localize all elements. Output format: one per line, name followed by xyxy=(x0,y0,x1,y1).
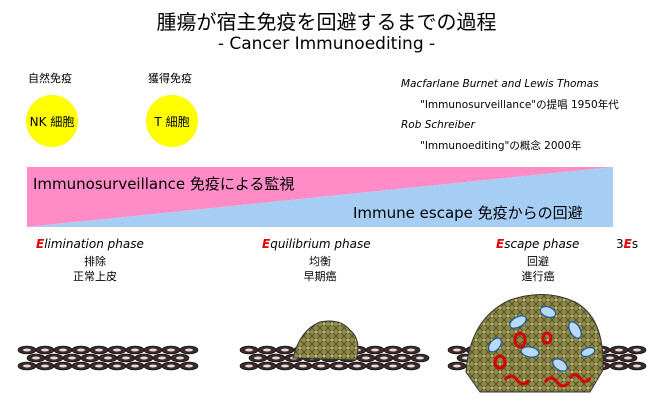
escape-jp: 回避 xyxy=(527,255,549,268)
immunosurveillance-label: Immunosurveillance 免疫による監視 xyxy=(33,175,295,193)
elimination-initial: E xyxy=(36,237,45,251)
history-immunoediting: "Immunoediting"の概念 2000年 xyxy=(420,140,582,152)
equilibrium-phase-title: Equilibrium phase xyxy=(262,237,371,251)
advanced-cancer-illustration xyxy=(447,293,647,393)
t-cell-circle: T 細胞 xyxy=(146,95,198,147)
page-title: 腫瘍が宿主免疫を回避するまでの過程 xyxy=(156,10,497,34)
three-es-initial: E xyxy=(623,237,632,251)
escape-rest: scape phase xyxy=(504,237,580,251)
innate-immunity-label: 自然免疫 xyxy=(28,72,72,85)
immune-escape-wedge xyxy=(27,167,613,227)
history-immunosurveillance: "Immunosurveillance"の提唱 1950年代 xyxy=(420,99,619,111)
escape-advanced-cancer: 進行癌 xyxy=(521,270,555,283)
normal-epithelium-illustration xyxy=(17,345,199,371)
adaptive-immunity-label: 獲得免疫 xyxy=(148,72,192,85)
nk-cell-label: NK 細胞 xyxy=(29,114,75,129)
immune-escape-label: Immune escape 免疫からの回避 xyxy=(353,204,583,222)
escape-initial: E xyxy=(496,237,505,251)
equilibrium-rest: quilibrium phase xyxy=(270,237,371,251)
three-es-suffix: s xyxy=(631,237,639,251)
three-es-prefix: 3 xyxy=(616,237,624,251)
page-subtitle: - Cancer Immunoediting - xyxy=(217,34,436,54)
history-schreiber: Rob Schreiber xyxy=(401,119,475,131)
equilibrium-jp: 均衡 xyxy=(309,255,331,268)
elimination-jp: 排除 xyxy=(84,255,106,268)
three-es-label: 3Es xyxy=(616,237,638,251)
escape-phase-title: Escape phase xyxy=(496,237,579,251)
equilibrium-early-cancer: 早期癌 xyxy=(303,270,337,283)
nk-cell-circle: NK 細胞 xyxy=(26,95,78,147)
early-cancer-illustration xyxy=(239,320,430,371)
elimination-phase-title: Elimination phase xyxy=(36,237,144,251)
equilibrium-initial: E xyxy=(262,237,271,251)
t-cell-label: T 細胞 xyxy=(154,114,190,129)
elimination-rest: limination phase xyxy=(44,237,144,251)
history-burnet-thomas: Macfarlane Burnet and Lewis Thomas xyxy=(401,78,599,90)
elimination-normal-epithelium: 正常上皮 xyxy=(73,270,117,283)
